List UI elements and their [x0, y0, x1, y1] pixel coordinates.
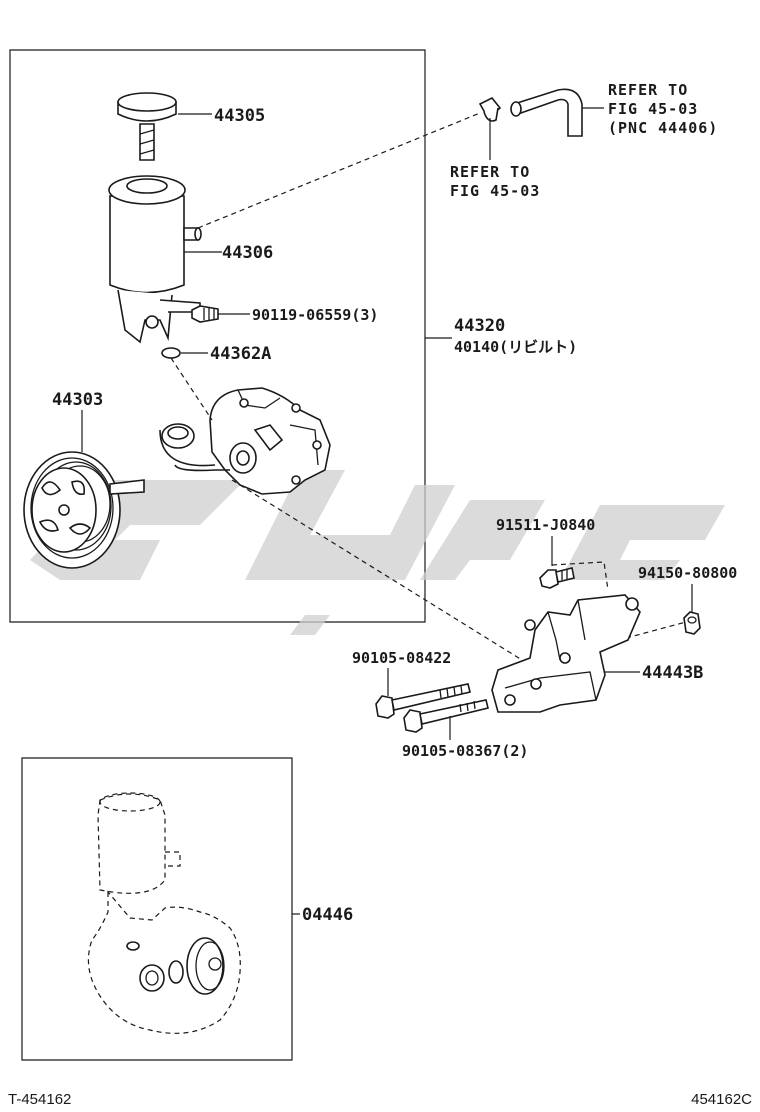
reservoir-bolt [191, 305, 219, 323]
long-bolt [375, 683, 471, 719]
kit-parts [126, 937, 225, 995]
label-pump-rebuilt: 40140(リビルト) [454, 338, 577, 356]
bracket-bolt [539, 567, 575, 589]
ref-clip-line2: FIG 45-03 [450, 182, 540, 200]
assembly-frame [9, 49, 426, 623]
kit-frame [21, 757, 293, 1061]
pump-body [159, 387, 331, 495]
dash-oring-to-pump [170, 357, 213, 421]
dash-reservoir-to-clip [197, 112, 481, 229]
footer-left-code: T-454162 [8, 1091, 71, 1108]
kit-phantom-pump [87, 792, 241, 1034]
label-bolt-bracket: 91511-J0840 [496, 516, 595, 534]
label-cap: 44305 [214, 106, 265, 126]
label-bolt-reservoir: 90119-06559(3) [252, 306, 378, 324]
o-ring [161, 347, 181, 359]
label-pulley: 44303 [52, 390, 103, 410]
dash-nut-to-bracket [599, 621, 687, 646]
pump-bracket [491, 594, 641, 713]
dash-pump-to-bracket [231, 479, 523, 661]
label-bracket: 44443B [642, 663, 703, 683]
label-gasket-kit: 04446 [302, 905, 353, 925]
pulley [23, 451, 145, 569]
label-nut-bracket: 94150-80800 [638, 564, 737, 582]
label-reservoir: 44306 [222, 243, 273, 263]
ref-hose-line1: REFER TO [608, 81, 688, 99]
label-o-ring: 44362A [210, 344, 271, 364]
ref-hose-line2: FIG 45-03 [608, 100, 698, 118]
label-pump-assy: 44320 [454, 316, 505, 336]
reservoir-cap [117, 92, 177, 161]
short-bolt [403, 699, 489, 733]
bracket-nut [683, 611, 701, 635]
footer-right-code: 454162C [691, 1091, 752, 1108]
hose-clip [478, 96, 502, 122]
label-bolt-long: 90105-08422 [352, 649, 451, 667]
label-bolt-short: 90105-08367(2) [402, 742, 528, 760]
reservoir-tank [108, 175, 202, 344]
return-hose [510, 88, 583, 137]
ref-hose-line3: (PNC 44406) [608, 119, 718, 137]
ref-clip-line1: REFER TO [450, 163, 530, 181]
